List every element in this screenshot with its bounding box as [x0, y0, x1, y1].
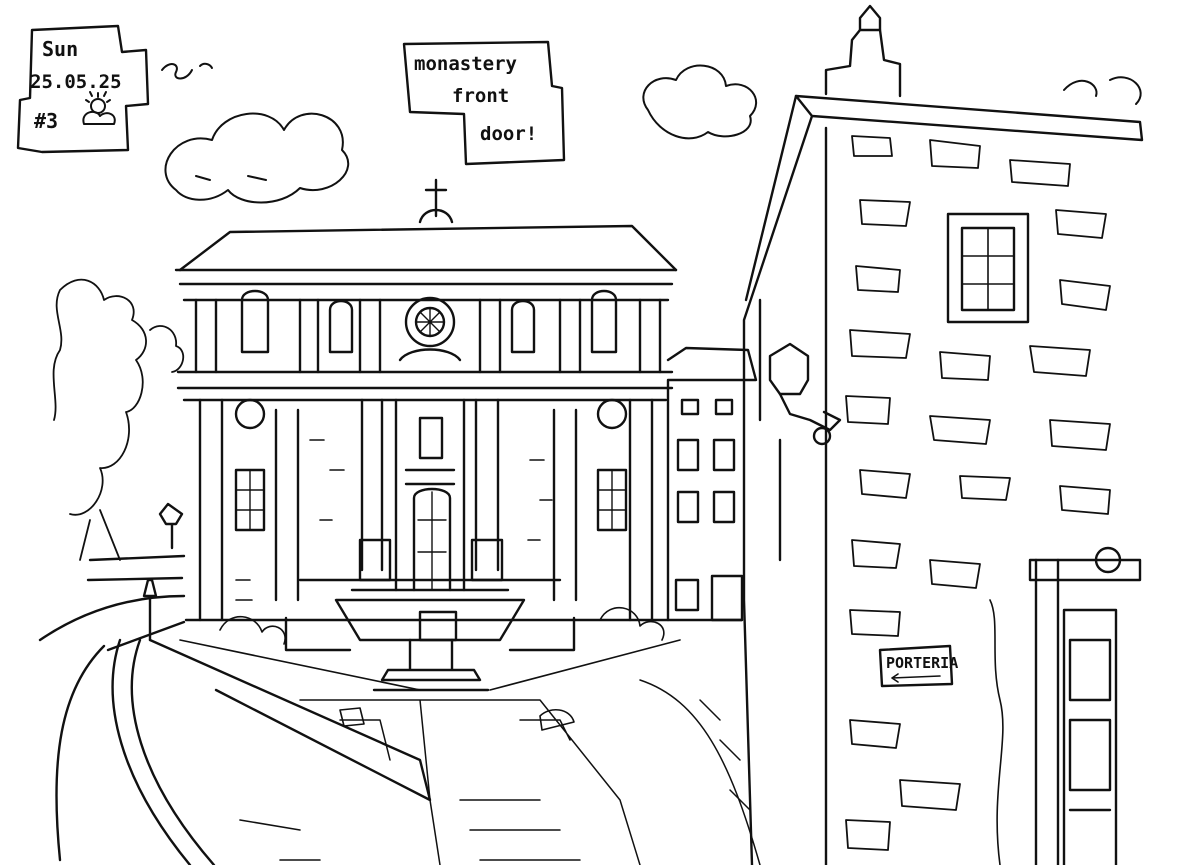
front-door	[412, 487, 452, 592]
side-house	[666, 346, 758, 622]
sun-cloud-icon	[82, 91, 116, 125]
trees	[52, 278, 185, 561]
church-facade	[174, 178, 681, 692]
title-line-1: monastery	[414, 53, 517, 75]
date-value: 25.05.25	[30, 71, 122, 93]
date-day: Sun	[42, 37, 78, 61]
date-note: Sun 25.05.25 #3	[16, 24, 213, 154]
sign-text: PORTERIA	[886, 654, 958, 672]
side-gate	[989, 546, 1142, 865]
cross-icon	[418, 178, 454, 224]
title-line-3: door!	[480, 123, 537, 145]
shrubs	[219, 606, 665, 731]
street	[38, 554, 432, 865]
porteria-sign: PORTERIA	[878, 644, 958, 688]
clouds	[164, 64, 1142, 204]
plaza	[299, 679, 761, 865]
stone-building: PORTERIA	[742, 4, 1144, 865]
title-line-2: front	[452, 85, 509, 107]
lantern-icon	[768, 342, 842, 446]
sketch-number: #3	[34, 109, 58, 133]
title-note: monastery front door!	[402, 40, 566, 166]
street-lamp-icon	[142, 502, 184, 642]
chimney	[858, 4, 882, 32]
arrow-left-icon	[891, 673, 941, 683]
